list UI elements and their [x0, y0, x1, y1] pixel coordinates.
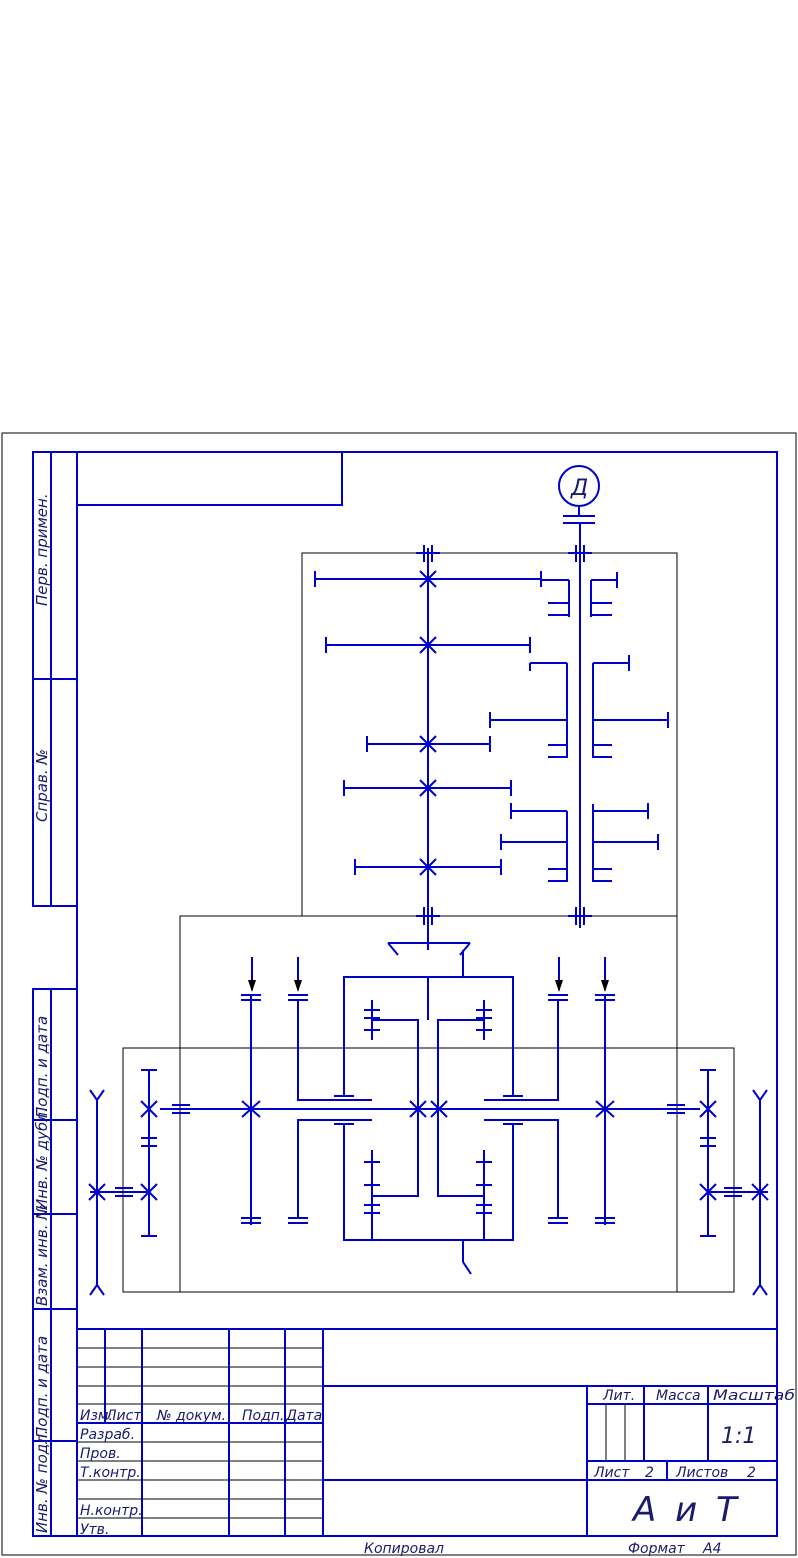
row-nkontr: Н.контр.	[80, 1503, 143, 1519]
label-sprav-no: Справ. №	[33, 749, 51, 822]
title-block-thin	[77, 1347, 626, 1519]
sheet-value: 2	[645, 1465, 654, 1481]
massa-label: Масса	[656, 1388, 701, 1404]
sheet-label: Лист	[593, 1465, 630, 1481]
kopiroval-label: Копировал	[364, 1541, 444, 1557]
scale-value: 1:1	[721, 1424, 756, 1449]
label-podp-data-2: Подп. и дата	[33, 1336, 51, 1438]
col-dokum: № докум.	[156, 1408, 226, 1424]
label-vzam-inv: Взам. инв. №	[33, 1204, 51, 1306]
col-list: Лист	[105, 1408, 142, 1424]
col-data: Дата	[285, 1408, 322, 1424]
row-utv: Утв.	[80, 1522, 109, 1538]
lit-label: Лит.	[602, 1388, 635, 1404]
brake-arrows	[248, 980, 609, 992]
masshtab-label: Масштаб	[713, 1388, 795, 1404]
drawing-frame	[32, 451, 778, 1537]
col-podp: Подп.	[242, 1408, 284, 1424]
row-razrab: Разраб.	[80, 1427, 135, 1443]
organization-name: А и Т	[631, 1490, 741, 1530]
label-inv-podl: Инв. № подл.	[33, 1430, 51, 1533]
format-label: Формат	[628, 1541, 686, 1557]
format-value: A4	[702, 1541, 721, 1557]
motor-label: Д	[570, 476, 588, 501]
kinematic-scheme	[88, 465, 769, 1296]
title-block	[77, 1328, 777, 1536]
row-prov: Пров.	[80, 1446, 121, 1462]
sheet-trim	[1, 432, 797, 1556]
label-podp-data-1: Подп. и дата	[33, 1016, 51, 1118]
sheets-label: Листов	[675, 1465, 728, 1481]
label-perv-primen: Перв. примен.	[33, 493, 51, 606]
label-inv-dubl: Инв. № дубл.	[33, 1107, 51, 1210]
sheets-value: 2	[747, 1465, 756, 1481]
row-tkontr: Т.контр.	[80, 1465, 141, 1481]
col-izm: Изм.	[80, 1408, 113, 1424]
